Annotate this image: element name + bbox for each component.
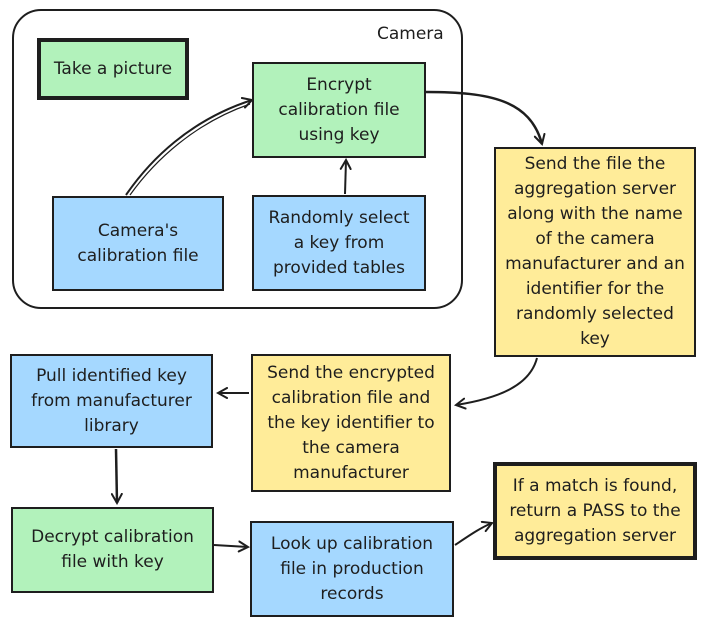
- arrow-calibration-to-encrypt: [125, 100, 252, 196]
- arrow-calibration-to-encrypt-sketch: [129, 103, 251, 196]
- arrow-random-key-to-encrypt: [345, 160, 346, 195]
- arrow-encrypt-to-send-aggregation: [425, 90, 542, 144]
- match-found-label: If a match is found, return a PASS to th…: [509, 475, 681, 546]
- arrow-pull-key-to-decrypt: [116, 448, 117, 503]
- pull-key-node: Pull identified key from manufacturer li…: [10, 354, 213, 448]
- encrypt-label: Encrypt calibration file using key: [278, 74, 400, 145]
- take-picture-node: Take a picture: [37, 38, 189, 100]
- send-aggregation-label: Send the file the aggregation server alo…: [505, 154, 685, 349]
- lookup-label: Look up calibration file in production r…: [270, 533, 434, 604]
- random-key-label: Randomly select a key from provided tabl…: [268, 207, 410, 278]
- decrypt-label: Decrypt calibration file with key: [31, 527, 194, 572]
- calibration-file-label: Camera's calibration file: [77, 220, 199, 266]
- decrypt-node: Decrypt calibration file with key: [11, 507, 214, 593]
- calibration-file-node: Camera's calibration file: [52, 196, 224, 291]
- match-found-node: If a match is found, return a PASS to th…: [493, 462, 697, 560]
- take-picture-label: Take a picture: [53, 58, 173, 79]
- arrow-lookup-to-match-found: [454, 523, 492, 546]
- camera-group-frame: [12, 9, 463, 309]
- arrow-send-aggregation-to-send-manufacturer: [456, 357, 538, 405]
- send-aggregation-node: Send the file the aggregation server alo…: [494, 147, 696, 357]
- arrow-decrypt-to-lookup: [213, 545, 248, 547]
- encrypt-node: Encrypt calibration file using key: [252, 62, 426, 158]
- send-manufacturer-node: Send the encrypted calibration file and …: [251, 354, 451, 492]
- camera-group-label: Camera: [377, 24, 444, 44]
- pull-key-label: Pull identified key from manufacturer li…: [31, 365, 192, 436]
- send-manufacturer-label: Send the encrypted calibration file and …: [267, 362, 435, 483]
- lookup-node: Look up calibration file in production r…: [250, 521, 454, 617]
- random-key-node: Randomly select a key from provided tabl…: [252, 195, 426, 291]
